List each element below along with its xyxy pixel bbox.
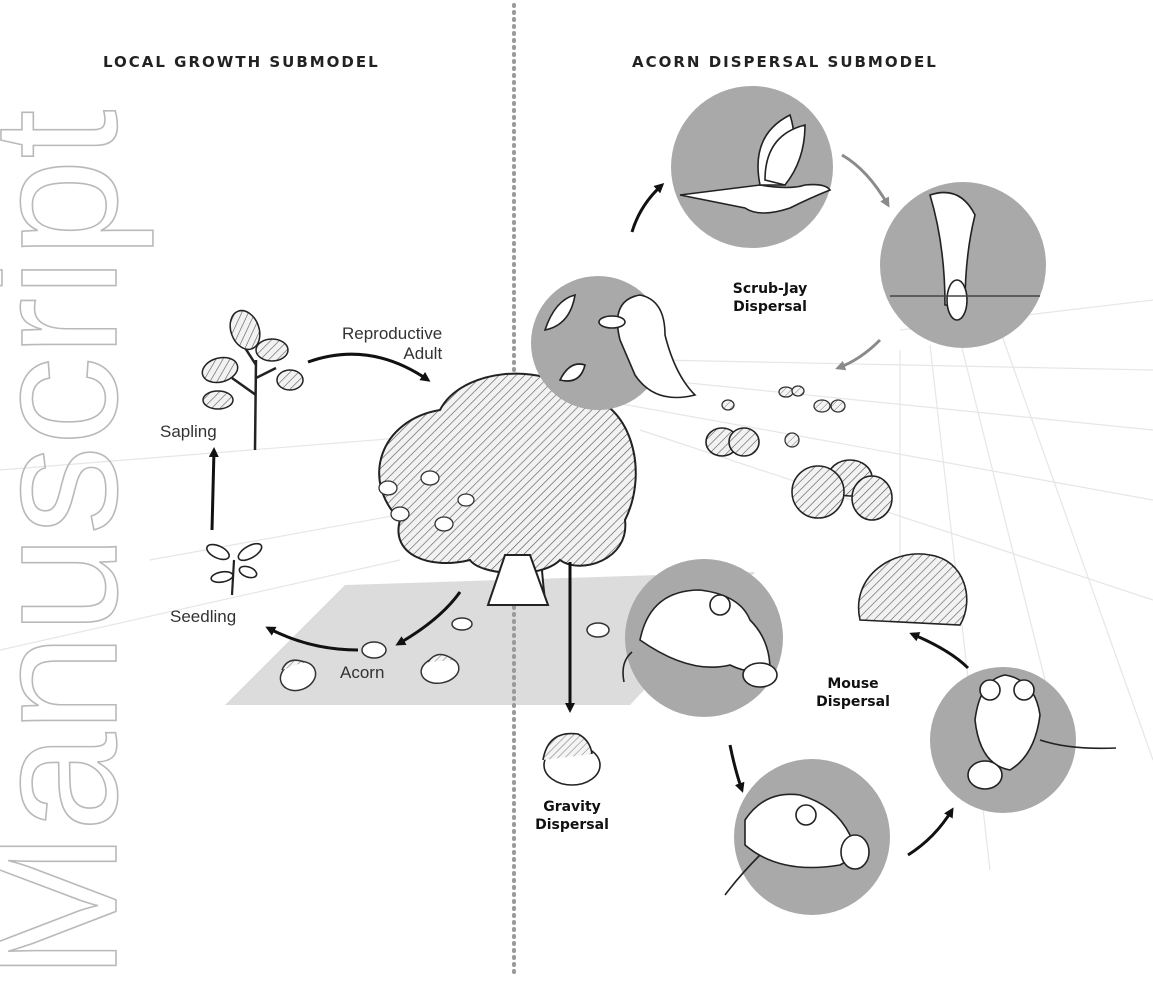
adult-label-line2: Adult	[342, 344, 442, 364]
mouse-line1: Mouse	[808, 675, 898, 693]
gravity-acorn-illustration	[543, 734, 600, 785]
mouse-line2: Dispersal	[808, 693, 898, 711]
local-growth-header: LOCAL GROWTH SUBMODEL	[103, 53, 380, 71]
gravity-line1: Gravity	[522, 798, 622, 816]
gravity-dispersal-label: Gravity Dispersal	[522, 798, 622, 834]
scrub-jay-dispersal-label: Scrub-Jay Dispersal	[720, 280, 820, 316]
gravity-line2: Dispersal	[522, 816, 622, 834]
seedling-label: Seedling	[170, 607, 236, 627]
reproductive-label-line1: Reproductive	[342, 324, 442, 344]
mouse-dispersal-label: Mouse Dispersal	[808, 675, 898, 711]
sapling-label: Sapling	[160, 422, 217, 442]
seedling-illustration	[205, 540, 265, 595]
reproductive-adult-label: Reproductive Adult	[342, 324, 442, 364]
acorn-label: Acorn	[340, 663, 384, 683]
scrub-jay-line1: Scrub-Jay	[720, 280, 820, 298]
scrub-jay-line2: Dispersal	[720, 298, 820, 316]
acorn-dispersal-header: ACORN DISPERSAL SUBMODEL	[632, 53, 938, 71]
